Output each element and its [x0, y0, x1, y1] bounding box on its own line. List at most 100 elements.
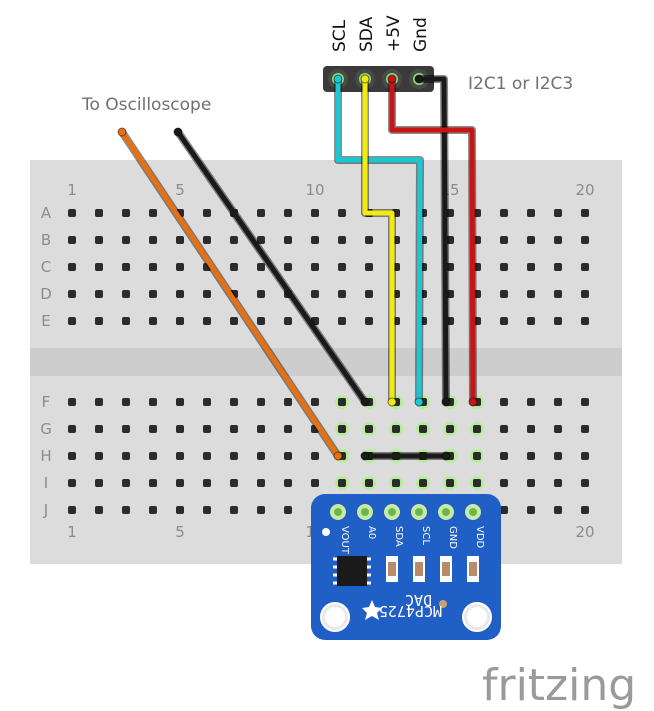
- breadboard-hole: [68, 236, 76, 244]
- breadboard-hole: [554, 398, 562, 406]
- column-number: 5: [175, 181, 185, 199]
- oscilloscope-ground-wire: [175, 129, 368, 405]
- breadboard-hole: [311, 398, 319, 406]
- chip-leg: [367, 581, 371, 585]
- dac-capacitors: [386, 556, 479, 582]
- breadboard-hole: [95, 479, 103, 487]
- breadboard-hole: [284, 236, 292, 244]
- oscilloscope-ground-wire-end: [360, 397, 370, 407]
- breadboard-hole: [527, 479, 535, 487]
- breadboard-hole: [554, 290, 562, 298]
- row-letter: I: [44, 474, 48, 492]
- vdd-wire: [389, 76, 476, 405]
- breadboard-hole: [149, 209, 157, 217]
- dac-board-body: [311, 494, 501, 640]
- breadboard-hole: [203, 236, 211, 244]
- breadboard-hole: [95, 317, 103, 325]
- breadboard-hole: [68, 506, 76, 514]
- sda-wire: [362, 76, 395, 405]
- breadboard-hole: [122, 317, 130, 325]
- chip-leg: [333, 573, 337, 577]
- dac-chip: [337, 556, 367, 586]
- breadboard-hole: [338, 398, 346, 406]
- breadboard-hole: [311, 290, 319, 298]
- gnd-wire-end: [414, 74, 424, 84]
- dac-pin-label: VOUT: [339, 526, 350, 555]
- breadboard-hole: [176, 263, 184, 271]
- breadboard-hole: [581, 290, 589, 298]
- header-label-5v: +5V: [384, 15, 404, 52]
- dac-pin-label: SDA: [393, 526, 404, 547]
- breadboard-hole: [68, 452, 76, 460]
- chip-leg: [333, 557, 337, 561]
- breadboard-hole: [527, 317, 535, 325]
- breadboard-hole: [257, 263, 265, 271]
- breadboard-hole: [338, 479, 346, 487]
- scl-wire-end: [414, 397, 424, 407]
- header-label-gnd: Gnd: [411, 17, 431, 52]
- breadboard-hole: [473, 479, 481, 487]
- breadboard-hole: [500, 263, 508, 271]
- breadboard-hole: [311, 209, 319, 217]
- header-label-scl: SCL: [330, 19, 350, 52]
- breadboard-hole: [311, 263, 319, 271]
- breadboard-hole: [446, 263, 454, 271]
- breadboard-hole: [500, 479, 508, 487]
- row-letter: H: [40, 447, 51, 465]
- breadboard-hole: [68, 317, 76, 325]
- column-number: 20: [575, 181, 594, 199]
- breadboard-hole: [473, 209, 481, 217]
- breadboard-hole: [149, 506, 157, 514]
- breadboard-hole: [95, 290, 103, 298]
- breadboard-hole: [257, 317, 265, 325]
- breadboard-hole: [257, 506, 265, 514]
- capacitor-body: [388, 562, 396, 576]
- breadboard-hole: [581, 479, 589, 487]
- breadboard-hole: [500, 452, 508, 460]
- scl-wire: [335, 76, 423, 405]
- chip-leg: [367, 565, 371, 569]
- a0-ground-jumper-end: [441, 451, 451, 461]
- breadboard-hole: [311, 479, 319, 487]
- breadboard-hole: [203, 398, 211, 406]
- row-letter: D: [40, 285, 52, 303]
- breadboard-hole: [257, 452, 265, 460]
- column-number: 20: [575, 523, 594, 541]
- breadboard-hole: [500, 290, 508, 298]
- breadboard-hole: [203, 209, 211, 217]
- breadboard-hole: [68, 209, 76, 217]
- i2c-bus-label: I2C1 or I2C3: [468, 74, 573, 94]
- breadboard-hole: [68, 263, 76, 271]
- breadboard-hole: [203, 317, 211, 325]
- breadboard-hole: [95, 209, 103, 217]
- breadboard-hole: [284, 425, 292, 433]
- breadboard-hole: [149, 425, 157, 433]
- header-label-sda: SDA: [357, 16, 377, 52]
- breadboard-hole: [122, 236, 130, 244]
- breadboard-hole: [176, 236, 184, 244]
- breadboard-hole: [500, 506, 508, 514]
- breadboard-hole: [149, 236, 157, 244]
- breadboard-hole: [284, 398, 292, 406]
- vdd-wire-end: [468, 397, 478, 407]
- breadboard-hole: [500, 236, 508, 244]
- breadboard-hole: [203, 290, 211, 298]
- breadboard-hole: [257, 398, 265, 406]
- breadboard-hole: [554, 317, 562, 325]
- breadboard-hole: [230, 506, 238, 514]
- breadboard-hole: [122, 209, 130, 217]
- breadboard-hole: [149, 398, 157, 406]
- breadboard-hole: [95, 452, 103, 460]
- breadboard-hole: [419, 425, 427, 433]
- a0-ground-jumper-end: [360, 451, 370, 461]
- dac-solder-pad: [439, 600, 447, 608]
- breadboard-hole: [446, 236, 454, 244]
- dac-pin1-marker: [322, 528, 330, 536]
- flower-logo-icon: [362, 600, 382, 620]
- breadboard-hole: [500, 425, 508, 433]
- breadboard-hole: [230, 263, 238, 271]
- chip-leg: [367, 573, 371, 577]
- breadboard-hole: [365, 425, 373, 433]
- breadboard-hole: [527, 290, 535, 298]
